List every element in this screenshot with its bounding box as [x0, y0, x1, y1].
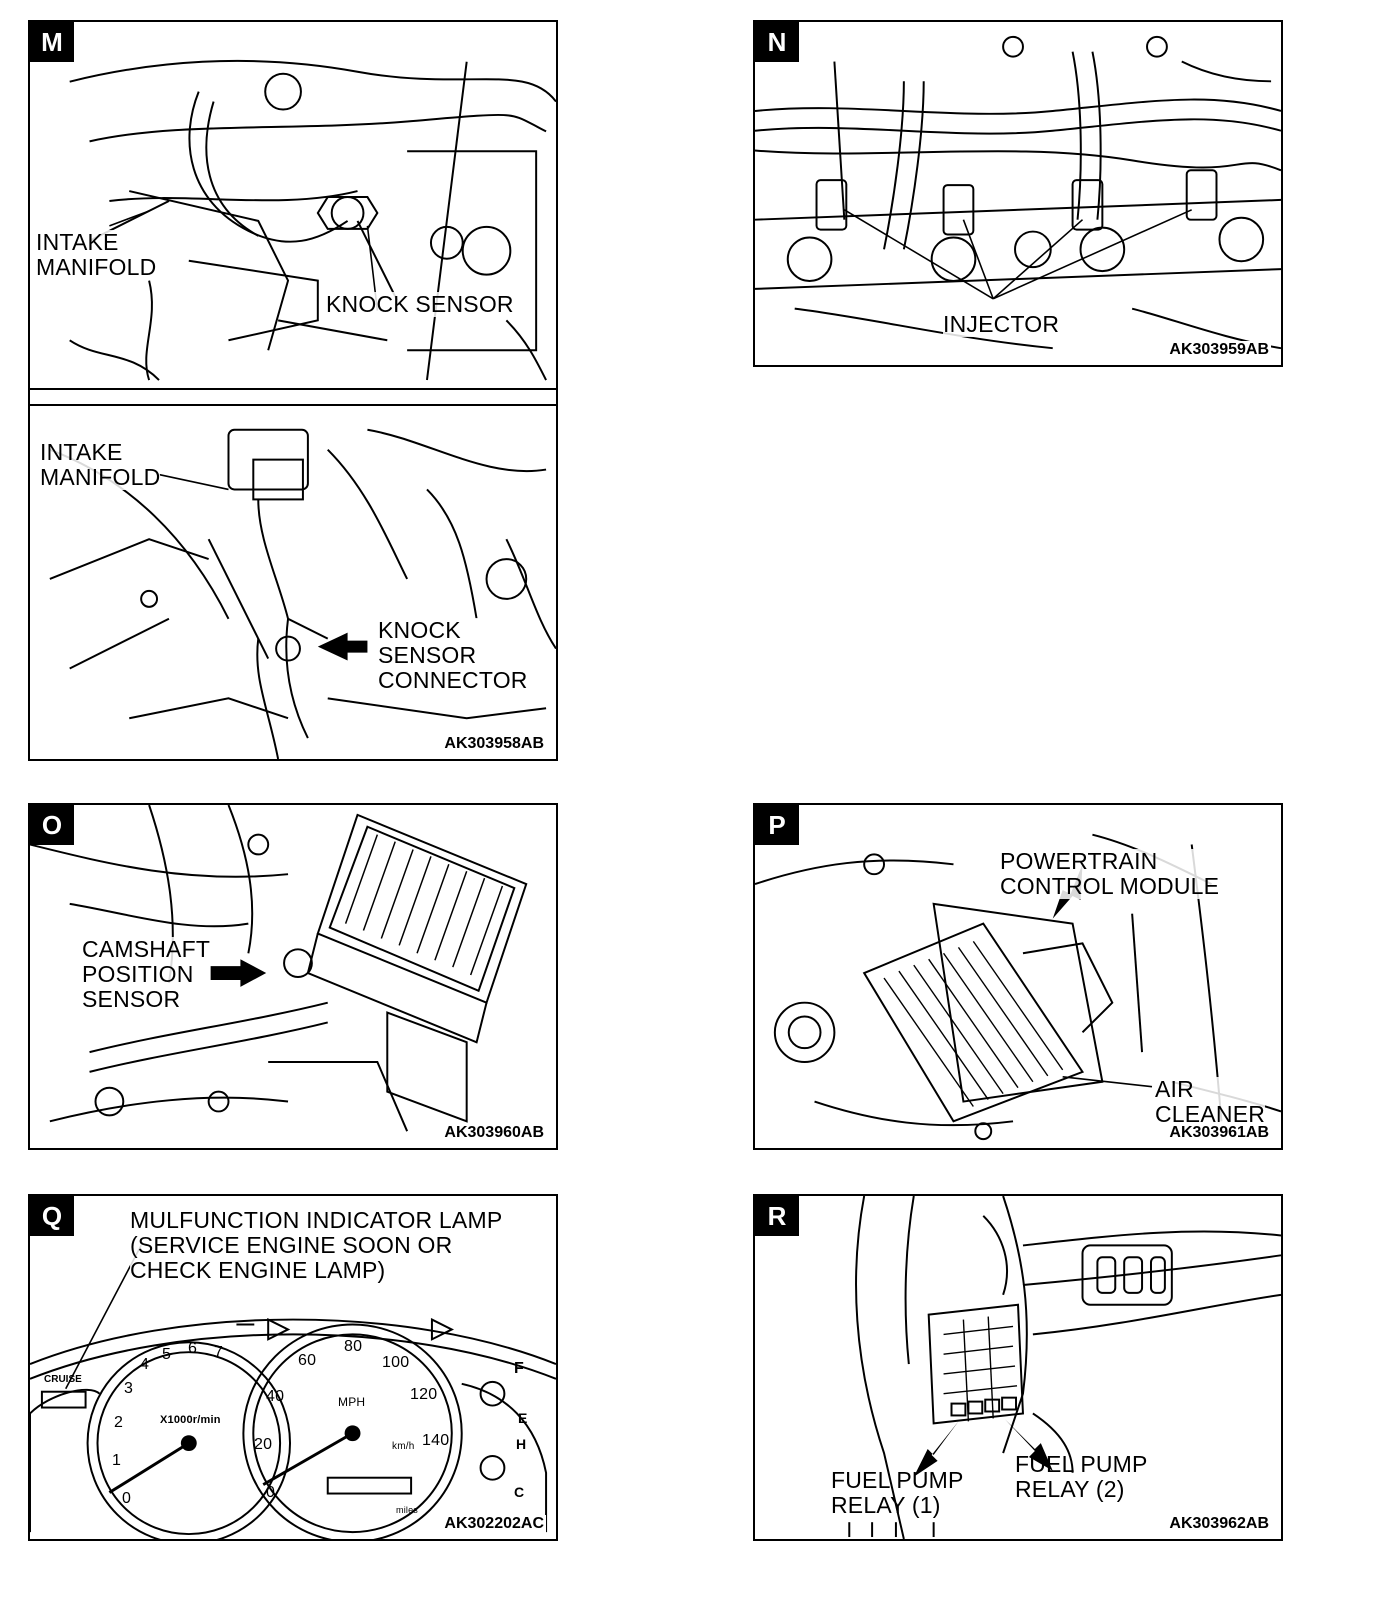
- panel-n-code: AK303959AB: [1167, 341, 1271, 359]
- panel-n-badge: N: [755, 22, 799, 62]
- label-malfunction-indicator-lamp: MULFUNCTION INDICATOR LAMP (SERVICE ENGI…: [130, 1207, 503, 1283]
- panel-p-code: AK303961AB: [1167, 1124, 1271, 1142]
- speed-number: 40: [266, 1388, 285, 1405]
- speed-unit-mph: MPH: [338, 1395, 366, 1409]
- panel-n: N: [753, 20, 1283, 367]
- panel-o-code: AK303960AB: [442, 1124, 546, 1142]
- panel-m-badge: M: [30, 22, 74, 62]
- panel-m: M: [28, 20, 558, 761]
- panel-m-illustration: [49, 59, 556, 759]
- tach-number: 2: [114, 1414, 124, 1431]
- panel-r: R FUEL PUMP RE: [753, 1194, 1283, 1541]
- panel-q-code: AK302202AC: [442, 1515, 546, 1533]
- label-fuel-pump-relay-2: FUEL PUMP RELAY (2): [1015, 1451, 1148, 1502]
- tach-number: 7: [214, 1344, 224, 1361]
- tach-unit: X1000r/min: [160, 1414, 221, 1426]
- panel-p-badge: P: [755, 805, 799, 845]
- label-air-cleaner: AIR CLEANER: [1155, 1076, 1266, 1127]
- tachometer-dial: [86, 1341, 291, 1539]
- panel-r-badge: R: [755, 1196, 799, 1236]
- fuel-empty-label: E: [518, 1410, 528, 1426]
- panel-r-code: AK303962AB: [1167, 1515, 1271, 1533]
- speed-number: 20: [254, 1436, 273, 1453]
- speed-number: 60: [298, 1352, 317, 1369]
- tach-number: 5: [162, 1346, 172, 1363]
- label-knock-sensor: KNOCK SENSOR: [326, 291, 514, 317]
- panel-m-divider: [30, 388, 556, 406]
- speed-number: 120: [410, 1386, 438, 1403]
- odometer-miles-label: miles: [396, 1505, 419, 1515]
- cruise-indicator: CRUISE: [44, 1374, 82, 1385]
- label-intake-manifold-top: INTAKE MANIFOLD: [36, 229, 157, 280]
- panel-o: O CAMSHAFT POSITION SENS: [28, 803, 558, 1150]
- speed-unit-kmh: km/h: [392, 1441, 415, 1452]
- panel-q-illustration: [30, 1245, 556, 1539]
- label-fuel-pump-relay-1: FUEL PUMP RELAY (1): [831, 1467, 964, 1518]
- panel-q-badge: Q: [30, 1196, 74, 1236]
- panel-q: Q MULFUNCTIO: [28, 1194, 558, 1541]
- panel-o-illustration: [30, 805, 528, 1132]
- panel-r-illustration: [848, 1196, 1281, 1539]
- speed-number: 80: [344, 1338, 363, 1355]
- check-engine-lamp-box: [40, 1390, 87, 1409]
- panel-p: P POWERTRAIN CONTROL MODULE: [753, 803, 1283, 1150]
- speed-number: 0: [266, 1484, 276, 1501]
- panel-m-code: AK303958AB: [442, 735, 546, 753]
- temp-hot-label: H: [516, 1436, 527, 1452]
- label-injector: INJECTOR: [943, 311, 1060, 337]
- tach-number: 4: [140, 1356, 150, 1373]
- fuel-full-label: F: [514, 1360, 524, 1377]
- label-intake-manifold-bottom: INTAKE MANIFOLD: [40, 439, 161, 490]
- label-knock-sensor-connector: KNOCK SENSOR CONNECTOR: [378, 617, 528, 693]
- speed-number: 140: [422, 1432, 450, 1449]
- tach-number: 6: [188, 1340, 198, 1357]
- tach-number: 0: [122, 1490, 132, 1507]
- label-powertrain-control-module: POWERTRAIN CONTROL MODULE: [1000, 848, 1220, 899]
- tach-number: 3: [124, 1380, 134, 1397]
- panel-o-badge: O: [30, 805, 74, 845]
- label-camshaft-position-sensor: CAMSHAFT POSITION SENSOR: [82, 936, 211, 1012]
- temp-cold-label: C: [514, 1484, 525, 1500]
- tach-number: 1: [112, 1452, 122, 1469]
- speedometer-dial: [242, 1323, 463, 1539]
- speed-number: 100: [382, 1354, 410, 1371]
